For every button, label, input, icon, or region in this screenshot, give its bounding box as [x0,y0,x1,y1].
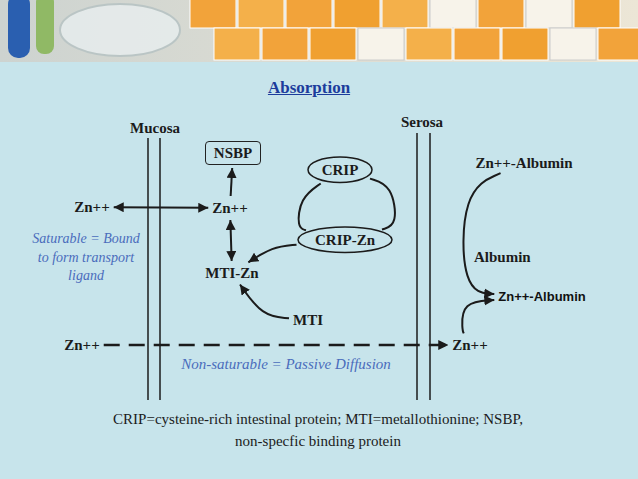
footnote-caption: CRIP=cysteine-rich intestinal protein; M… [98,409,538,453]
element-tile [430,0,476,28]
protein-oval: CRIP-Zn [297,226,393,253]
edge-label: Albumin [472,248,533,266]
mucosa-line [159,138,161,400]
node-text: CRIP [322,161,359,179]
diagram-title: Absorption [268,78,350,98]
element-tile [190,0,236,28]
serosa-line [429,133,431,400]
pathway-arrow [462,300,494,333]
pathway-arrow [114,206,209,209]
element-tile [454,28,500,60]
node-text: Zn++ [74,198,109,216]
glass-dish [60,4,180,56]
region-label: Serosa [401,113,443,131]
species-label: Zn++ [73,198,110,216]
pathway-arrow [248,245,296,263]
mucosa-line [147,138,149,400]
oval-outline [308,157,372,182]
species-label: Zn++-Albumin [497,289,586,305]
node-text: CRIP-Zn [315,231,375,249]
pathway-arrow [370,179,395,230]
pathway-arrow [230,220,231,261]
element-tile [574,0,620,28]
diffusion-arrow [104,344,449,347]
region-label: Mucosa [130,119,180,137]
element-tile [478,0,524,28]
node-text: Zn++ [212,199,247,217]
species-label: Zn++ [451,336,488,354]
element-tile [286,0,332,28]
element-tile [358,28,404,60]
species-label: Zn++ [63,336,100,354]
element-tile [598,28,638,60]
element-tile [262,28,308,60]
node-text: Zn++-Albumin [475,154,572,172]
pathway-arrow [299,183,321,230]
serosa-line [416,133,418,400]
element-tile [310,28,356,60]
element-tile [334,0,380,28]
element-tile [238,0,284,28]
pathway-arrow [463,173,500,294]
node-text: Zn++ [452,336,487,354]
mechanism-note: Saturable = Bound to form transport liga… [30,230,142,287]
species-label: Zn++-Albumin [474,154,573,172]
binding-protein-box: NSBP [205,141,261,165]
test-tube [36,0,54,54]
element-tile [214,28,260,60]
membrane-lines [148,133,430,400]
species-label: Zn++ [211,199,248,217]
element-tile [526,0,572,28]
mechanism-note: Non-saturable = Passive Diffusion [181,355,391,373]
header-photo [0,0,638,62]
pathway-arrow [240,284,289,318]
pathway-arrow [231,168,233,196]
species-label: MTI [292,311,324,329]
element-tile [406,28,452,60]
element-tile [550,28,596,60]
node-text: MTI [293,311,323,329]
node-text: Zn++ [64,336,99,354]
oval-outline [298,227,392,252]
test-tube [8,0,30,58]
element-tile [382,0,428,28]
species-label: MTI-Zn [204,264,259,282]
node-text: Zn++-Albumin [498,289,585,305]
protein-oval: CRIP [307,156,373,183]
node-text: MTI-Zn [205,264,258,282]
node-text: NSBP [214,144,252,162]
element-tile [502,28,548,60]
